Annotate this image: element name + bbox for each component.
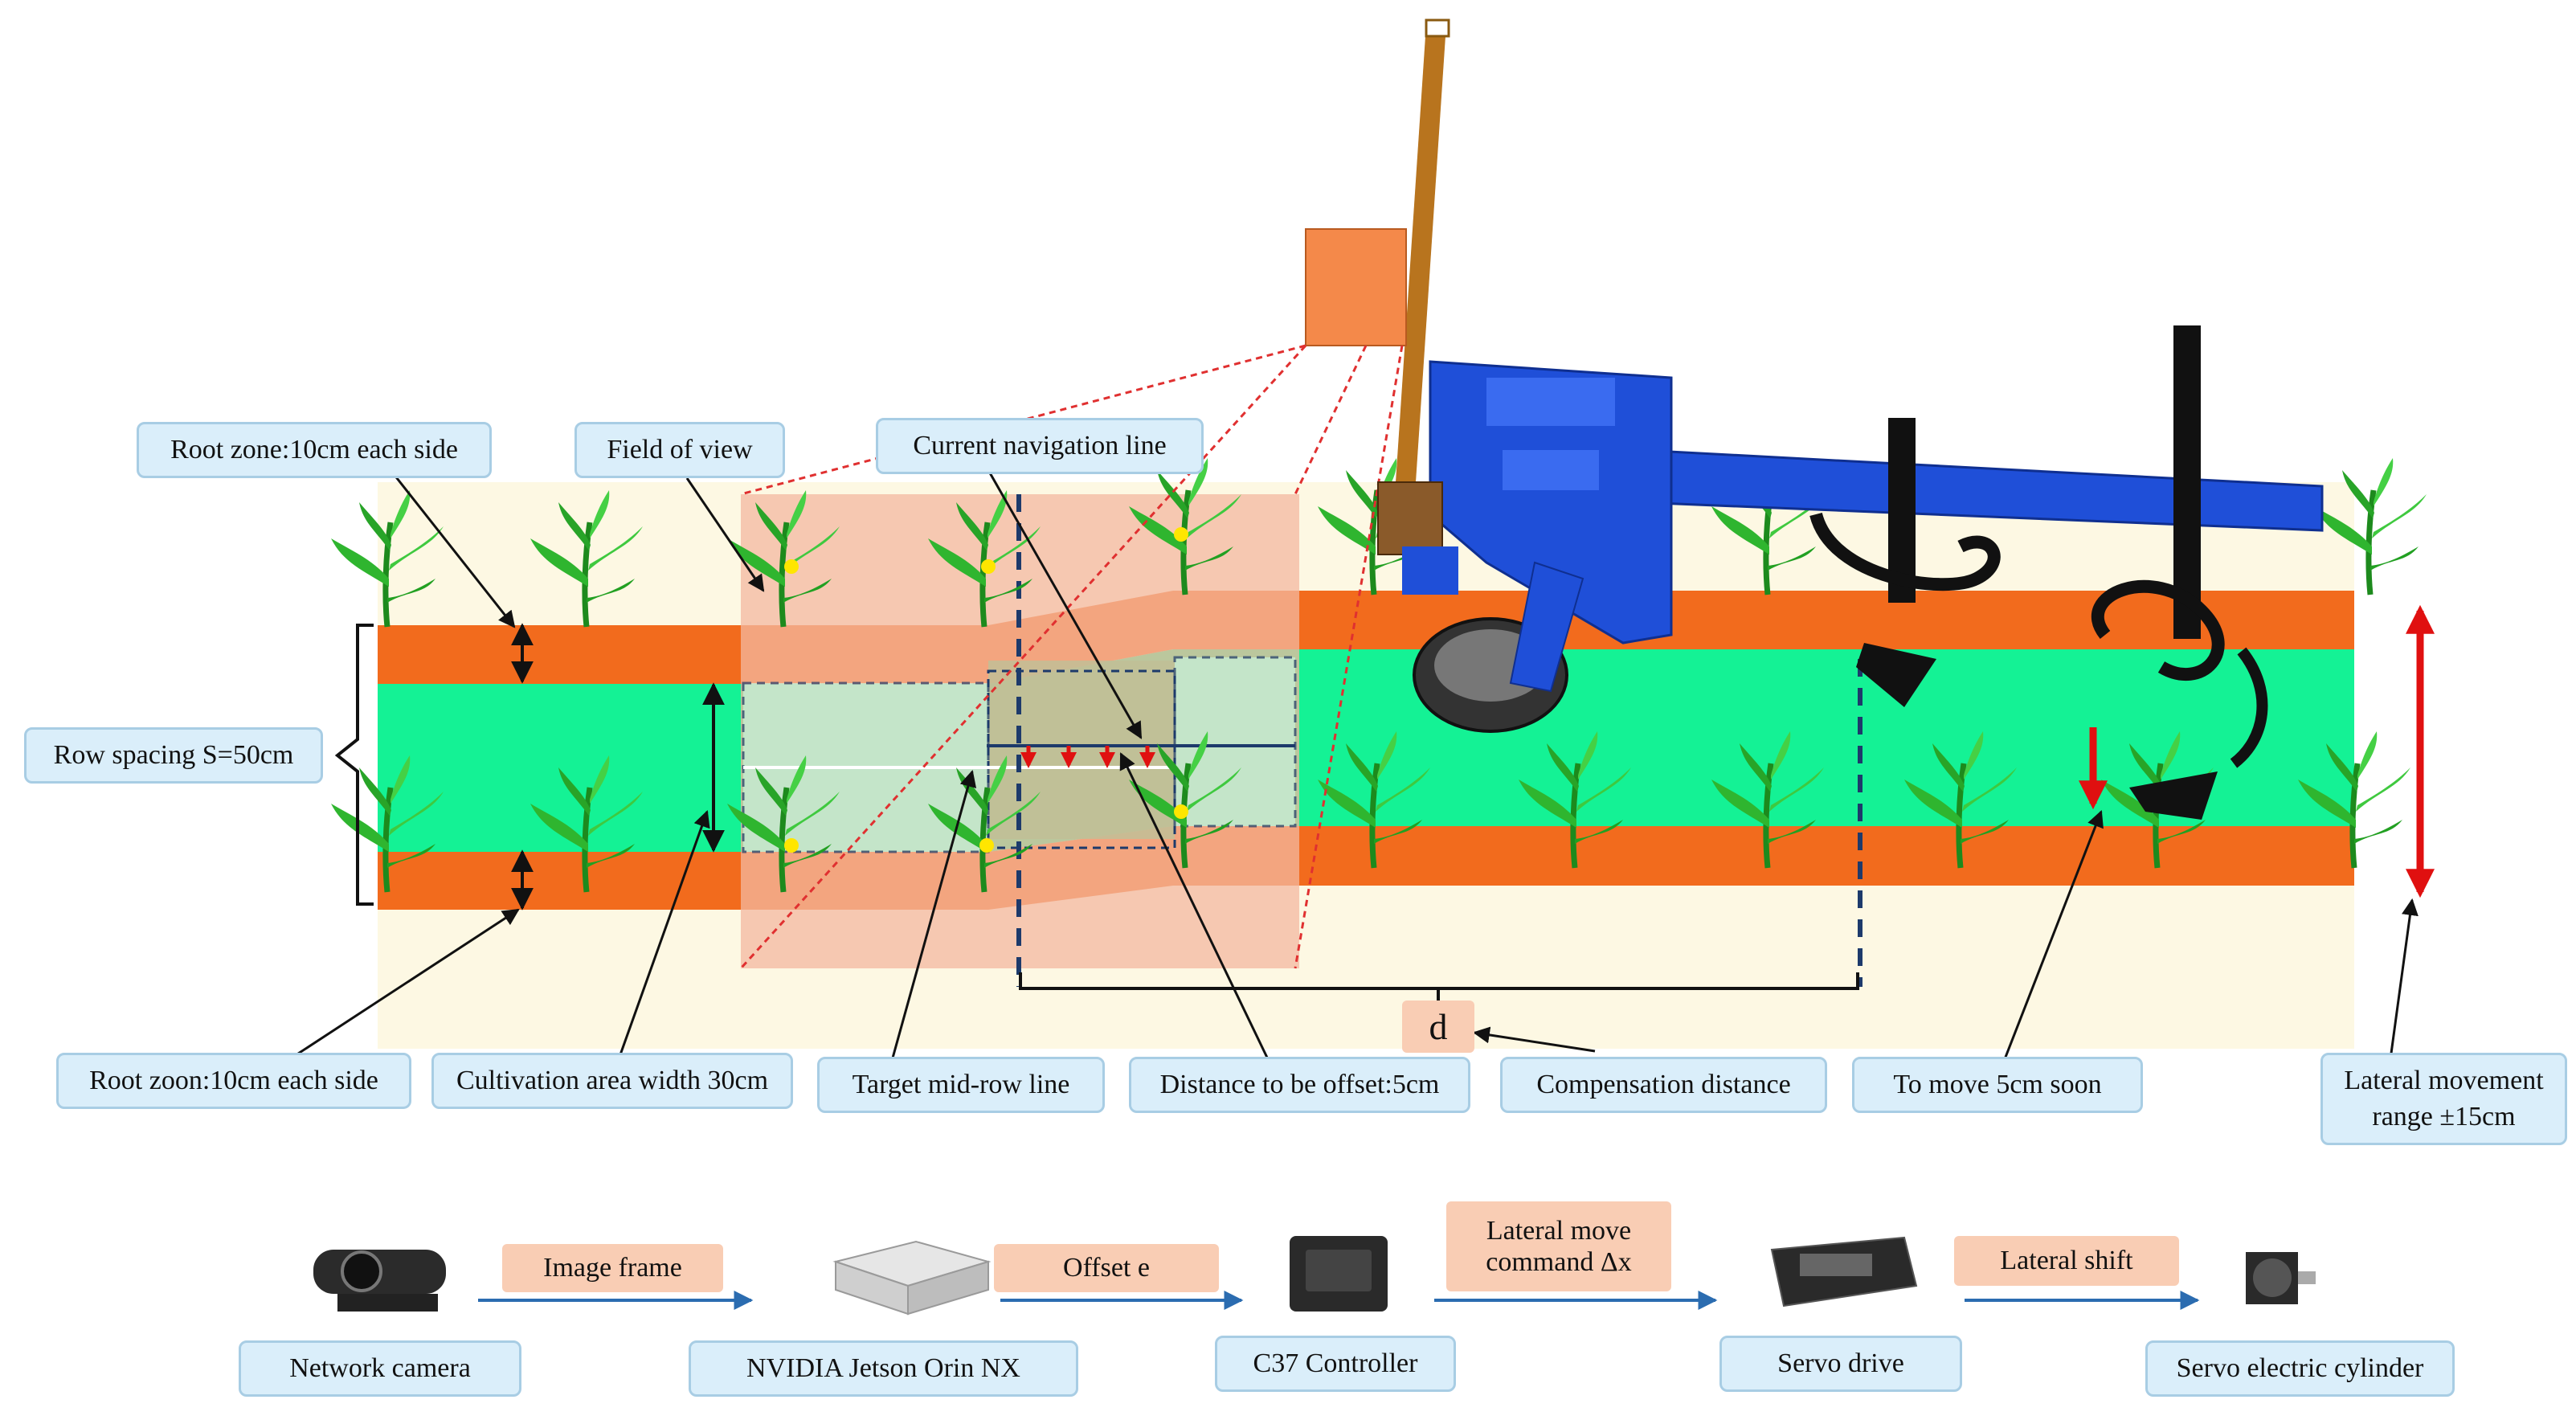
camera-box — [1305, 228, 1407, 346]
signal-lateral-move-command: Lateral move command Δx — [1446, 1201, 1671, 1291]
offset-arrows — [1020, 746, 1155, 768]
signal-image-frame: Image frame — [502, 1244, 723, 1292]
servo-drive-label: Servo drive — [1719, 1336, 1962, 1392]
fov-dashed-box-mid — [987, 669, 1176, 849]
field — [378, 482, 2354, 1049]
d-symbol: d — [1402, 1001, 1474, 1053]
dimension-markers — [334, 623, 1859, 1005]
servo-drive-icon — [1770, 1236, 1918, 1307]
current-navigation-line-label: Current navigation line — [876, 418, 1204, 474]
servo-cylinder-label: Servo electric cylinder — [2145, 1340, 2455, 1397]
network-camera-label: Network camera — [239, 1340, 521, 1397]
cultivation-area-label: Cultivation area width 30cm — [431, 1053, 793, 1109]
to-move-label: To move 5cm soon — [1852, 1057, 2143, 1113]
webcam-icon — [313, 1250, 446, 1312]
field-of-view-label: Field of view — [574, 422, 785, 478]
root-zone-top-label: Root zone:10cm each side — [137, 422, 492, 478]
signal-offset-e: Offset e — [994, 1244, 1219, 1292]
corn-plants — [331, 458, 2427, 892]
distance-offset-label: Distance to be offset:5cm — [1129, 1057, 1470, 1113]
row-spacing-brace — [334, 624, 374, 906]
fov-dashed-box-right — [1173, 656, 1297, 828]
lateral-range-label: Lateral movement range ±15cm — [2320, 1053, 2567, 1145]
compensation-distance-label: Compensation distance — [1500, 1057, 1827, 1113]
c37-controller-label: C37 Controller — [1215, 1336, 1456, 1392]
servo-motor-icon — [2246, 1252, 2316, 1304]
jetson-orin-label: NVIDIA Jetson Orin NX — [689, 1340, 1078, 1397]
camera-mast — [739, 18, 1450, 970]
mini-pc-icon — [832, 1240, 992, 1316]
row-spacing-label: Row spacing S=50cm — [24, 727, 323, 784]
root-zoon-bottom-label: Root zoon:10cm each side — [56, 1053, 411, 1109]
leader-lines — [292, 469, 2419, 1062]
signal-lateral-shift: Lateral shift — [1954, 1236, 2179, 1286]
target-mid-row-label: Target mid-row line — [817, 1057, 1105, 1113]
cultivator-machine — [1377, 325, 2324, 820]
controller-icon — [1290, 1236, 1388, 1312]
